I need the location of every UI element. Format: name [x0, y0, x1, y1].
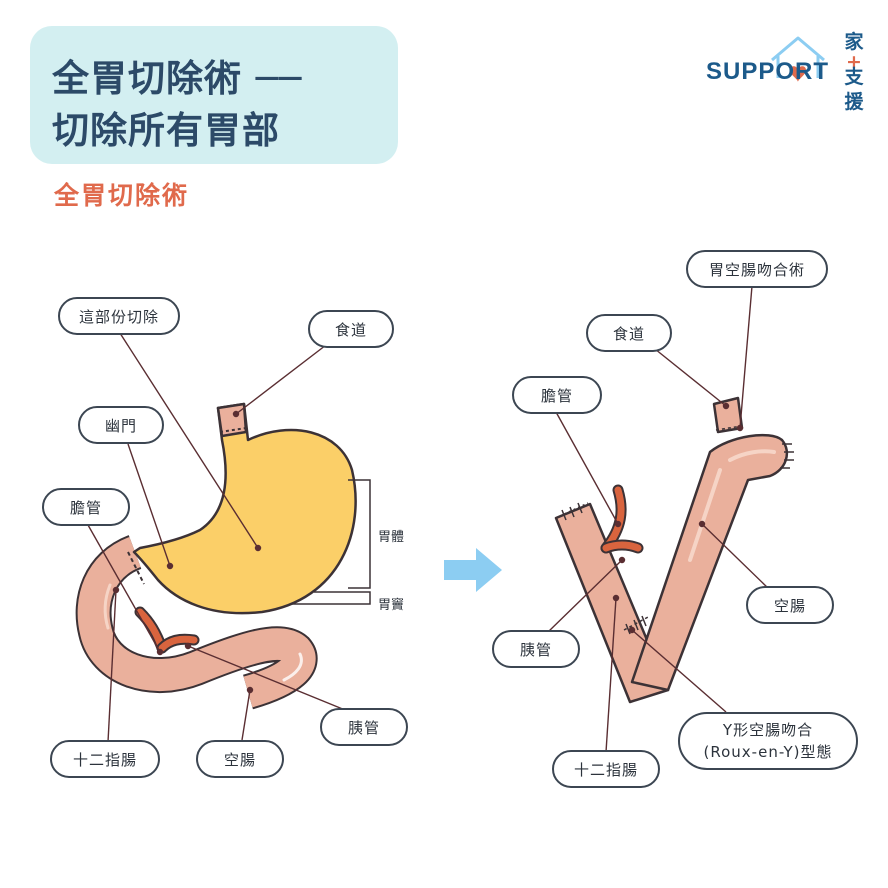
label-pylorus: 幽門 — [78, 406, 164, 444]
page-title-line1: 全胃切除術 ── — [52, 57, 303, 100]
page-title-line2: 切除所有胃部 — [52, 109, 280, 152]
label-right-bile-duct: 膽管 — [512, 376, 602, 414]
label-left-jejunum: 空腸 — [196, 740, 284, 778]
label-right-esophagus: 食道 — [586, 314, 672, 352]
support-logo: SUPPORT 家 + 支 援 — [706, 30, 866, 113]
house-icon — [771, 36, 825, 82]
label-body-of-stomach: 胃體 — [378, 530, 405, 545]
right-sutures — [559, 425, 794, 635]
label-right-jejunum: 空腸 — [746, 586, 834, 624]
label-roux-line2: (Roux-en-Y)型態 — [703, 743, 833, 761]
label-left-pancreatic-duct: 胰管 — [320, 708, 408, 746]
label-right-duodenum: 十二指腸 — [552, 750, 660, 788]
label-anastomosis: 胃空腸吻合術 — [686, 250, 828, 288]
label-antrum: 胃竇 — [378, 598, 405, 613]
subtitle: 全胃切除術 — [54, 181, 190, 210]
logo-text: SUPPORT — [706, 58, 830, 85]
left-intestine — [77, 537, 316, 708]
bracket-body — [348, 479, 371, 589]
label-left-esophagus: 食道 — [308, 310, 394, 348]
left-pointer-lines — [87, 329, 351, 743]
label-roux-en-y: Y形空腸吻合 (Roux-en-Y)型態 — [678, 712, 858, 770]
label-right-pancreatic-duct: 胰管 — [492, 630, 580, 668]
label-removed-part: 這部份切除 — [58, 297, 180, 335]
left-stomach — [132, 402, 357, 615]
title-box — [30, 26, 398, 164]
heart-icon — [790, 66, 806, 82]
bracket-antrum — [290, 591, 371, 605]
transition-arrow — [444, 548, 502, 592]
label-left-duodenum: 十二指腸 — [50, 740, 160, 778]
label-roux-line1: Y形空腸吻合 — [722, 721, 814, 739]
label-left-bile-duct: 膽管 — [42, 488, 130, 526]
logo-cjk: 家 + 支 援 — [844, 31, 864, 113]
right-pointer-lines — [547, 285, 771, 753]
right-jejunum-arm — [630, 433, 789, 692]
